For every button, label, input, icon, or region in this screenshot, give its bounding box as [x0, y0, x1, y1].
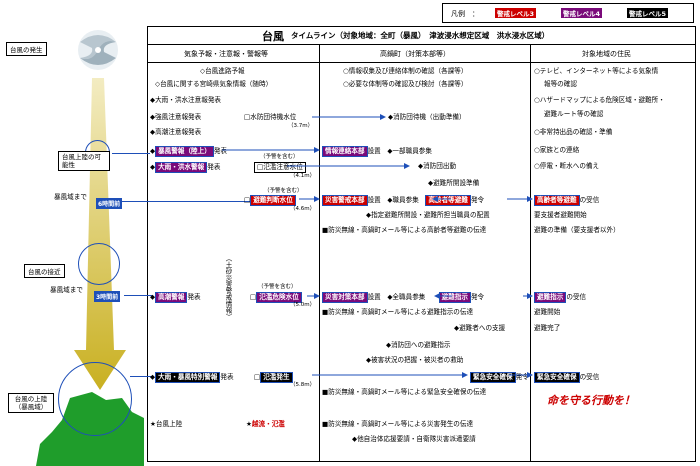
title-main: 台風 [262, 28, 284, 44]
legend-level3: 警戒レベル3 [495, 8, 536, 18]
title-divider [147, 44, 696, 45]
flow-arrows [147, 62, 696, 462]
phase-circle-approach [78, 243, 120, 285]
phase-warn-before-1: 暴風域まで [54, 193, 87, 202]
phase-warn-before-2: 暴風域まで [50, 286, 83, 295]
legend-level5: 警戒レベル5 [627, 8, 668, 18]
legend: 凡例 ： 警戒レベル3 警戒レベル4 警戒レベル5 [442, 3, 694, 23]
connector-line [112, 153, 150, 154]
typhoon-track-arrow [74, 78, 126, 390]
typhoon-swirl-icon [78, 30, 118, 70]
phase-circle-landfall [58, 362, 132, 436]
legend-label: 凡例 ： [451, 9, 479, 19]
time-badge-6h: 6時間前 [96, 198, 122, 209]
column-header-residents: 対象地域の住民 [582, 49, 631, 59]
legend-level4: 警戒レベル4 [561, 8, 602, 18]
column-header-town: 高鍋町（対策本部等） [380, 49, 450, 59]
title-sub: タイムライン（対象地域：全町（暴風） 津波浸水想定区域 洪水浸水区域） [291, 30, 549, 41]
phase-approach-possible: 台風上陸の可能性 [58, 151, 110, 171]
column-header-forecast: 気象予報・注意報・警報等 [184, 49, 268, 59]
phase-approach: 台風の接近 [24, 264, 65, 278]
time-badge-3h: 3時間前 [94, 291, 120, 302]
phase-typhoon-occur: 台風の発生 [6, 42, 47, 56]
phase-landfall: 台風の上陸（暴風域） [8, 393, 54, 413]
